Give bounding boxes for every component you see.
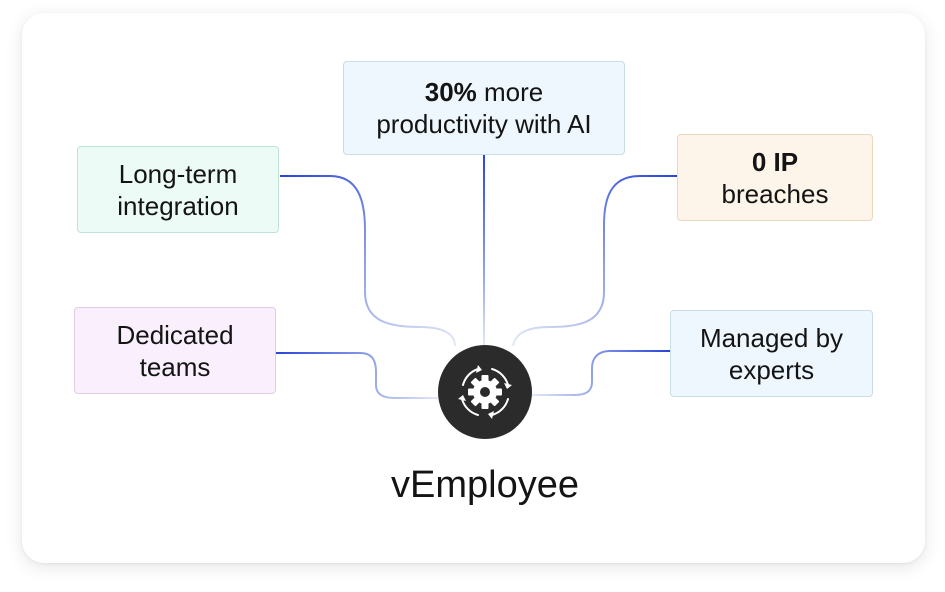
node-dedicated-teams: Dedicated teams bbox=[74, 307, 276, 394]
node-ip-breaches: 0 IP breaches bbox=[677, 134, 873, 221]
node-dedicated-line1: Dedicated bbox=[116, 319, 234, 350]
node-ip-highlight: 0 IP bbox=[751, 146, 799, 177]
node-managed-line2: experts bbox=[728, 354, 815, 385]
gear-cycle-icon bbox=[458, 365, 512, 419]
node-productivity: 30% more productivity with AI bbox=[343, 61, 625, 155]
hub-node bbox=[438, 345, 532, 439]
node-productivity-rest: more bbox=[476, 77, 544, 107]
node-managed-by-experts: Managed by experts bbox=[670, 310, 873, 397]
node-productivity-line2: productivity with AI bbox=[376, 109, 592, 139]
node-productivity-highlight: 30% bbox=[424, 77, 477, 107]
hub-label: vEmployee bbox=[391, 464, 579, 506]
node-long-term-line2: integration bbox=[117, 190, 239, 221]
node-ip-line2: breaches bbox=[721, 178, 829, 209]
node-managed-line1: Managed by bbox=[699, 322, 844, 353]
node-long-term-line1: Long-term bbox=[118, 158, 238, 189]
node-productivity-line1: 30% more bbox=[425, 76, 544, 108]
node-dedicated-line2: teams bbox=[139, 351, 211, 382]
node-long-term-integration: Long-term integration bbox=[77, 146, 279, 233]
